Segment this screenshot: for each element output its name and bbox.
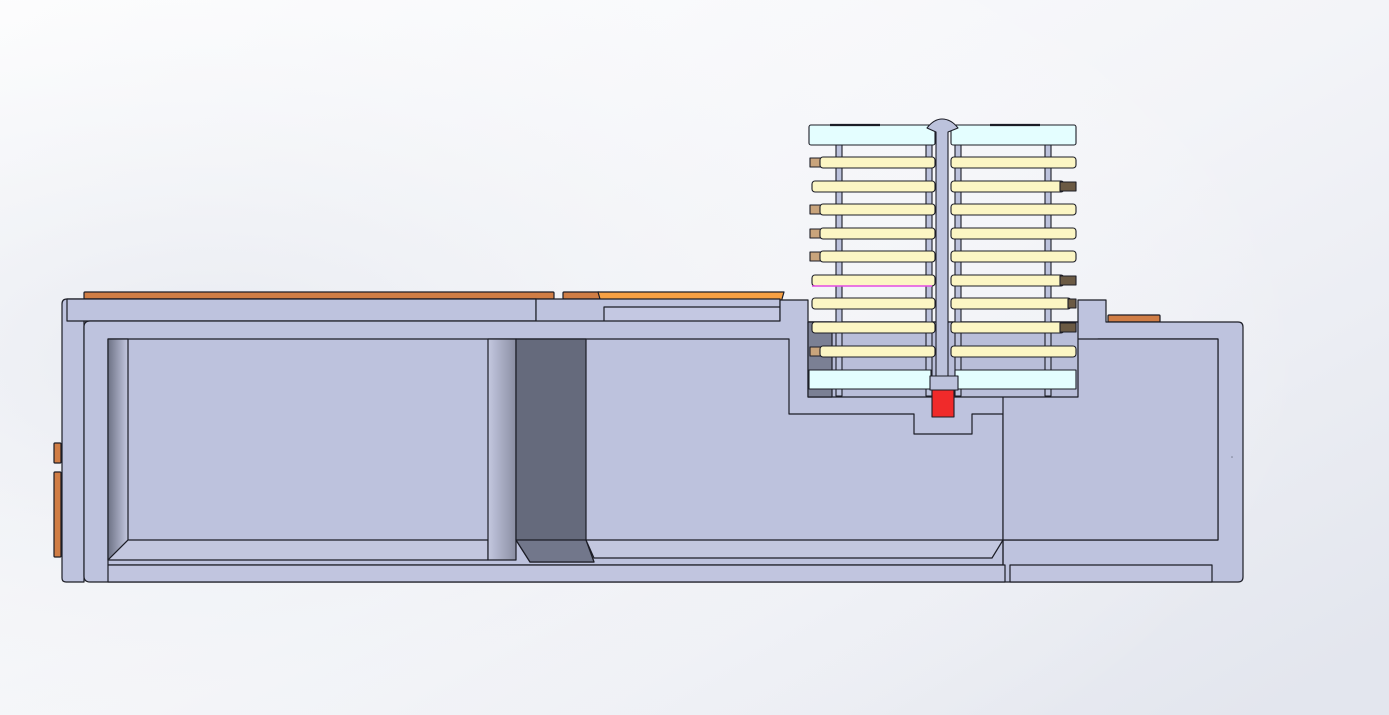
disc-2-right bbox=[950, 180, 1065, 193]
disc-row-1[interactable] bbox=[809, 156, 1077, 169]
disc-row-4[interactable] bbox=[809, 227, 1077, 240]
top-lid-step bbox=[603, 306, 781, 323]
disc-row-5[interactable] bbox=[809, 250, 1077, 263]
disc-2-tab bbox=[1059, 181, 1077, 192]
disc-2-left bbox=[811, 180, 936, 193]
disc-row-8[interactable] bbox=[811, 321, 1077, 334]
disc-7-right bbox=[950, 297, 1072, 310]
mid-rib-foot bbox=[515, 539, 595, 563]
mid-rib-dark bbox=[515, 338, 595, 563]
bottom-cap-right[interactable] bbox=[954, 369, 1077, 390]
disc-8-tab bbox=[1059, 322, 1077, 333]
outer-shell[interactable] bbox=[61, 298, 537, 583]
disc-9-right bbox=[950, 345, 1077, 358]
top-lid-left[interactable] bbox=[66, 298, 537, 322]
mid-rib-light bbox=[487, 338, 517, 561]
disc-row-3[interactable] bbox=[809, 203, 1077, 216]
disc-row-7[interactable] bbox=[811, 297, 1077, 310]
left-post-outer bbox=[835, 139, 843, 397]
top-cap-left[interactable] bbox=[808, 124, 936, 146]
disc-5-right bbox=[950, 250, 1077, 263]
disc-row-6[interactable] bbox=[811, 274, 1077, 287]
left-inner-wall bbox=[107, 338, 129, 561]
disc-6-right bbox=[950, 274, 1065, 287]
right-post-inner bbox=[954, 139, 962, 397]
disc-7-left bbox=[811, 297, 936, 310]
top-copper-strip-small bbox=[562, 291, 601, 300]
bottom-cap-left[interactable] bbox=[808, 369, 932, 390]
disc-5-left bbox=[819, 250, 936, 263]
disc-8-left bbox=[811, 321, 936, 334]
left-copper-tab-top bbox=[53, 442, 62, 464]
view-marker-dot bbox=[1231, 456, 1233, 458]
disc-row-2[interactable] bbox=[811, 180, 1077, 193]
disc-1-right bbox=[950, 156, 1077, 169]
red-stem-tip[interactable] bbox=[931, 389, 955, 418]
left-inner-floor-bevel bbox=[107, 539, 489, 561]
disc-7-tab bbox=[1067, 298, 1077, 309]
left-post-inner bbox=[925, 139, 933, 397]
housing-assembly[interactable] bbox=[53, 291, 1244, 583]
top-copper-strip-left bbox=[83, 291, 555, 300]
disc-6-tab bbox=[1059, 275, 1077, 286]
disc-3-right bbox=[950, 203, 1077, 216]
disc-8-right bbox=[950, 321, 1065, 334]
right-floor-bevel bbox=[585, 539, 1004, 559]
right-copper-tab bbox=[1107, 314, 1161, 323]
disc-4-left bbox=[819, 227, 936, 240]
bottom-rail-left[interactable] bbox=[107, 564, 1006, 583]
disc-1-left bbox=[819, 156, 936, 169]
stem-collar bbox=[929, 375, 959, 391]
bottom-rail-right[interactable] bbox=[1009, 564, 1213, 583]
left-copper-tab-bottom bbox=[53, 471, 62, 558]
disc-3-left bbox=[819, 203, 936, 216]
disc-6-left bbox=[811, 274, 936, 287]
disc-9-left bbox=[819, 345, 936, 358]
disc-4-right bbox=[950, 227, 1077, 240]
right-post-outer bbox=[1044, 139, 1052, 397]
disc-stack-assembly[interactable] bbox=[808, 118, 1077, 418]
disc-row-9[interactable] bbox=[809, 345, 1077, 358]
central-stem[interactable] bbox=[926, 118, 959, 379]
top-cap-right[interactable] bbox=[950, 124, 1077, 146]
